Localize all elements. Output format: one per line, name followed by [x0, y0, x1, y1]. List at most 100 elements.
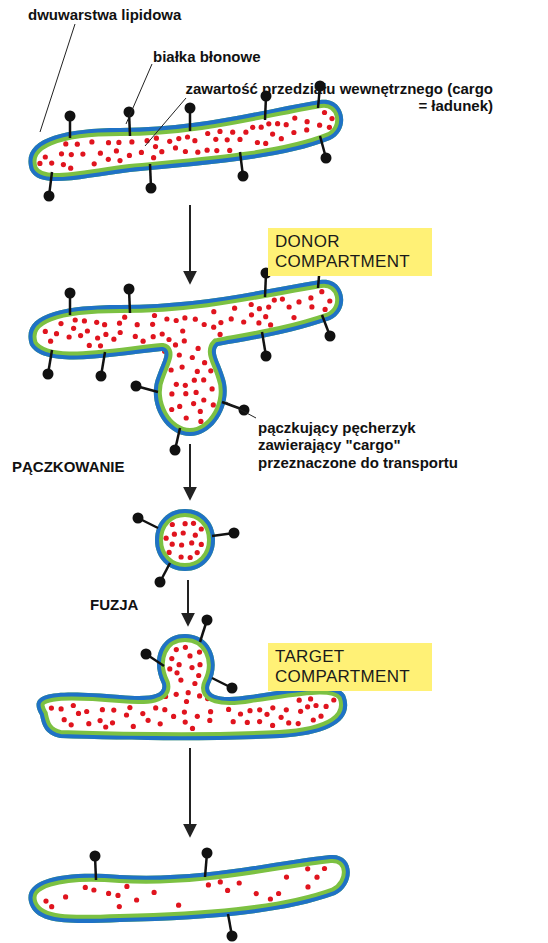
cargo-dot: [243, 130, 248, 135]
cargo-dot: [297, 698, 302, 703]
cargo-dot: [208, 368, 213, 373]
protein-head: [44, 191, 55, 202]
cargo-dot: [279, 136, 284, 141]
cargo-dot: [184, 699, 189, 704]
cargo-dot: [118, 330, 123, 335]
cargo-dot: [201, 397, 206, 402]
cargo-dot: [37, 161, 42, 166]
cargo-dot: [190, 726, 195, 731]
cargo-dot: [164, 316, 169, 321]
cargo-dot: [238, 711, 243, 716]
cargo-dot: [80, 152, 85, 157]
cargo-dot: [49, 161, 54, 166]
protein-head: [238, 171, 249, 182]
cargo-dot: [129, 139, 134, 144]
cargo-dot: [237, 137, 242, 142]
cargo-dot: [78, 333, 83, 338]
cargo-dot: [179, 554, 184, 559]
cargo-dot: [206, 882, 211, 887]
cargo-dot: [214, 148, 219, 153]
cargo-dot: [230, 130, 235, 135]
cargo-dot: [82, 318, 87, 323]
stage-box: TARGET COMPARTMENT: [268, 643, 432, 691]
cargo-dot: [292, 116, 297, 121]
cargo-dot: [71, 326, 76, 331]
cargo-dot: [202, 322, 207, 327]
cargo-dot: [195, 714, 200, 719]
cargo-dot: [305, 704, 310, 709]
cargo-dot: [114, 148, 119, 153]
cargo-dot: [151, 334, 156, 339]
annotation-label: białka błonowe: [153, 48, 333, 65]
cargo-dot: [323, 307, 328, 312]
cargo-dot: [314, 875, 319, 880]
cargo-dot: [102, 322, 107, 327]
cargo-dot: [317, 123, 322, 128]
cargo-dot: [255, 140, 260, 145]
cargo-dot: [48, 339, 53, 344]
cargo-dot: [183, 645, 188, 650]
cargo-dot: [266, 305, 271, 310]
cargo-dot: [218, 320, 223, 325]
cargo-dot: [134, 897, 139, 902]
cargo-dot: [124, 712, 129, 717]
cargo-dot: [284, 122, 289, 127]
protein-head: [65, 288, 76, 299]
cargo-dot: [98, 718, 103, 723]
cargo-dot: [211, 325, 216, 330]
protein-head: [155, 577, 166, 588]
cargo-dot: [305, 884, 310, 889]
cargo-dot: [189, 665, 194, 670]
cargo-dot: [256, 320, 261, 325]
cargo-dot: [169, 391, 174, 396]
cargo-dot: [177, 404, 182, 409]
cargo-dot: [185, 134, 190, 139]
cargo-dot: [193, 533, 198, 538]
cargo-dot: [131, 724, 136, 729]
cargo-dot: [276, 891, 281, 896]
cargo-dot: [106, 891, 111, 896]
cargo-dot: [245, 720, 250, 725]
cargo-dot: [179, 542, 184, 547]
cargo-dot: [327, 125, 332, 130]
cargo-dot: [227, 148, 232, 153]
cargo-dot: [192, 138, 197, 143]
cargo-dot: [117, 158, 122, 163]
cargo-dot: [213, 137, 218, 142]
cargo-dot: [124, 884, 129, 889]
annotation-label: dwuwarstwa lipidowa: [28, 6, 248, 23]
protein-head: [124, 284, 135, 295]
cargo-dot: [250, 125, 255, 130]
protein-head: [261, 351, 272, 362]
cargo-dot: [139, 150, 144, 155]
cargo-dot: [110, 720, 115, 725]
protein-head: [133, 513, 144, 524]
cargo-dot: [182, 338, 187, 343]
cargo-dot: [291, 315, 296, 320]
cargo-dot: [100, 707, 105, 712]
protein-head: [146, 183, 157, 194]
annotation-label: pączkujący pęcherzyk zawierający "cargo"…: [258, 419, 498, 471]
cargo-dot: [257, 719, 262, 724]
cargo-dot: [257, 306, 262, 311]
cargo-dot: [177, 662, 182, 667]
cargo-dot: [327, 298, 332, 303]
cargo-dot: [140, 711, 145, 716]
cargo-dot: [191, 521, 196, 526]
cargo-dot: [54, 331, 59, 336]
cargo-dot: [182, 315, 187, 320]
cargo-dot: [154, 136, 159, 141]
cargo-dot: [83, 885, 88, 890]
cargo-dot: [43, 329, 48, 334]
cargo-dot: [176, 903, 181, 908]
protein-head: [170, 445, 181, 456]
cargo-dot: [199, 542, 204, 547]
cargo-dot: [71, 703, 76, 708]
donor-compartment-shape: [28, 100, 343, 181]
cargo-dot: [169, 367, 174, 372]
cargo-dot: [322, 110, 327, 115]
cargo-dot: [263, 141, 268, 146]
cargo-dot: [103, 332, 108, 337]
cargo-dot: [211, 402, 216, 407]
